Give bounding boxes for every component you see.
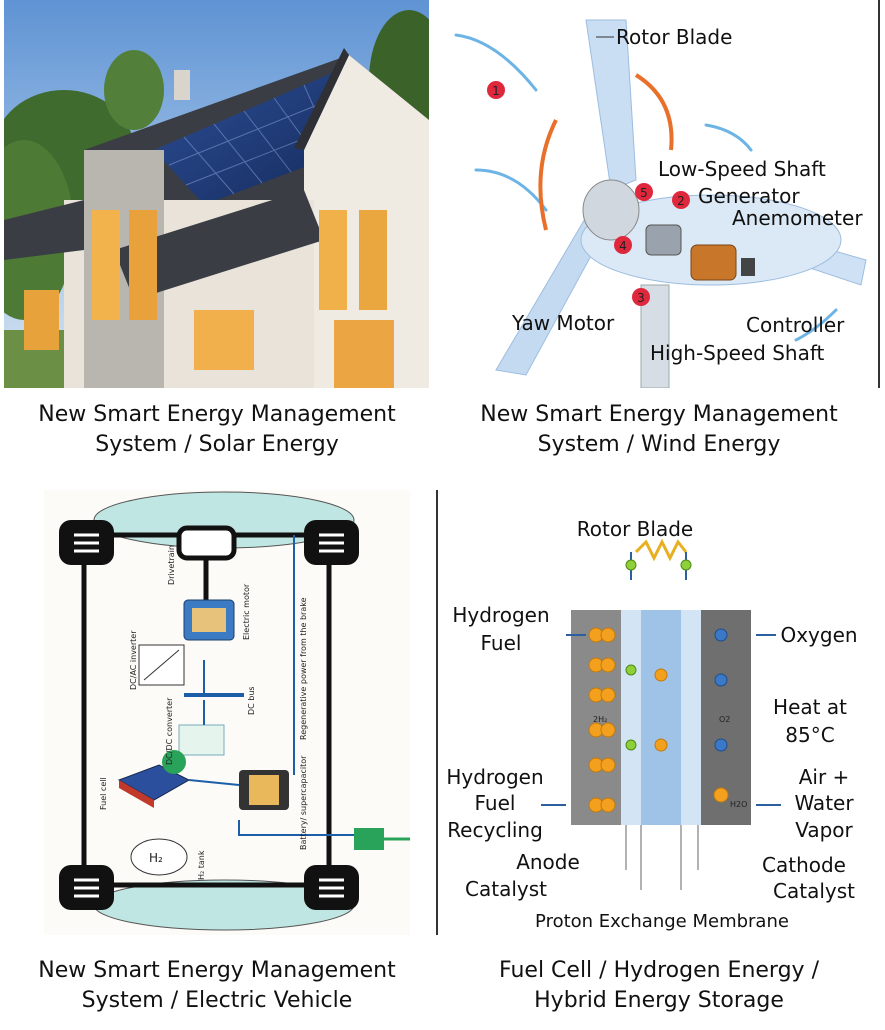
label-controller: Controller	[746, 313, 845, 337]
marker-3: 3	[637, 291, 645, 305]
label-generator: Generator	[698, 184, 800, 208]
marker-2: 2	[677, 194, 685, 208]
fc-label-recycling-1: Hydrogen	[446, 765, 543, 789]
label-anemometer: Anemometer	[732, 206, 863, 230]
fc-label-air-1: Air +	[799, 765, 850, 789]
solar-caption: New Smart Energy Management System / Sol…	[2, 400, 432, 460]
ev-label-electric-motor: Electric motor	[242, 583, 251, 640]
solar-caption-line2: System / Solar Energy	[95, 432, 339, 457]
ev-caption-line1: New Smart Energy Management	[38, 958, 396, 983]
fc-label-2h2: 2H₂	[593, 715, 607, 724]
fc-label-air-2: Water	[794, 791, 854, 815]
wind-turbine-diagram: 1 2 3 4 5 Rotor Blade Low-Speed Shaft Ge…	[436, 0, 881, 388]
wind-caption-line1: New Smart Energy Management	[480, 402, 838, 427]
fc-label-cathode-2: Catalyst	[773, 879, 855, 903]
ev-label-drivetrain: Drivetrain	[167, 545, 176, 585]
fc-label-membrane: Proton Exchange Membrane	[535, 911, 789, 932]
wind-caption-line2: System / Wind Energy	[537, 432, 781, 457]
fc-label-hydrogen-fuel-2: Fuel	[481, 631, 522, 655]
fc-label-cathode-1: Cathode	[762, 853, 846, 877]
ev-label-dcac-inverter: DC/AC inverter	[129, 630, 138, 690]
ev-caption: New Smart Energy Management System / Ele…	[2, 956, 432, 1016]
solar-panel-photo	[4, 0, 429, 388]
fc-label-anode-1: Anode	[516, 850, 580, 874]
marker-1: 1	[492, 84, 500, 98]
fuel-cell-caption: Fuel Cell / Hydrogen Energy / Hybrid Ene…	[444, 956, 874, 1016]
fc-label-rotor-blade: Rotor Blade	[577, 517, 693, 541]
fc-label-heat-2: 85°C	[785, 723, 834, 747]
solar-caption-line1: New Smart Energy Management	[38, 402, 396, 427]
ev-label-dc-bus: DC bus	[247, 686, 256, 715]
electric-vehicle-diagram: Drivetrain Electric motor DC/AC inverter…	[44, 490, 410, 935]
ev-label-h2: H₂	[149, 851, 163, 865]
fc-label-o2: O2	[719, 715, 730, 724]
label-yaw-motor: Yaw Motor	[511, 311, 615, 335]
fuel-cell-diagram: 2H₂ O2 H2O Rotor Blade Hydrogen Fuel Oxy…	[436, 490, 881, 935]
label-rotor-blade: Rotor Blade	[616, 25, 732, 49]
ev-label-dcdc-converter: DC/DC converter	[165, 697, 174, 765]
fc-label-recycling-2: Fuel	[475, 791, 516, 815]
fuel-cell-caption-line2: Hybrid Energy Storage	[534, 988, 784, 1013]
fc-label-recycling-3: Recycling	[447, 818, 543, 842]
fc-label-h2o: H2O	[730, 800, 747, 809]
ev-label-battery: Battery/ supercapacitor	[299, 755, 308, 850]
fuel-cell-caption-line1: Fuel Cell / Hydrogen Energy /	[499, 958, 819, 983]
label-high-speed-shaft: High-Speed Shaft	[650, 341, 825, 365]
marker-5: 5	[640, 186, 648, 200]
fc-label-heat-1: Heat at	[773, 695, 847, 719]
fc-label-anode-2: Catalyst	[465, 877, 547, 901]
fc-label-air-3: Vapor	[795, 818, 853, 842]
ev-caption-line2: System / Electric Vehicle	[81, 988, 353, 1013]
marker-4: 4	[619, 239, 627, 253]
ev-label-fuel-cell: Fuel cell	[99, 777, 108, 810]
wind-markers: 1 2 3 4 5	[487, 81, 690, 306]
ev-label-h2-tank: H₂ tank	[197, 850, 206, 880]
label-low-speed-shaft: Low-Speed Shaft	[658, 157, 826, 181]
wind-caption: New Smart Energy Management System / Win…	[444, 400, 874, 460]
ev-label-regen: Regenerative power from the brake	[299, 597, 308, 740]
fc-label-oxygen: Oxygen	[780, 623, 857, 647]
fc-label-hydrogen-fuel-1: Hydrogen	[452, 603, 549, 627]
